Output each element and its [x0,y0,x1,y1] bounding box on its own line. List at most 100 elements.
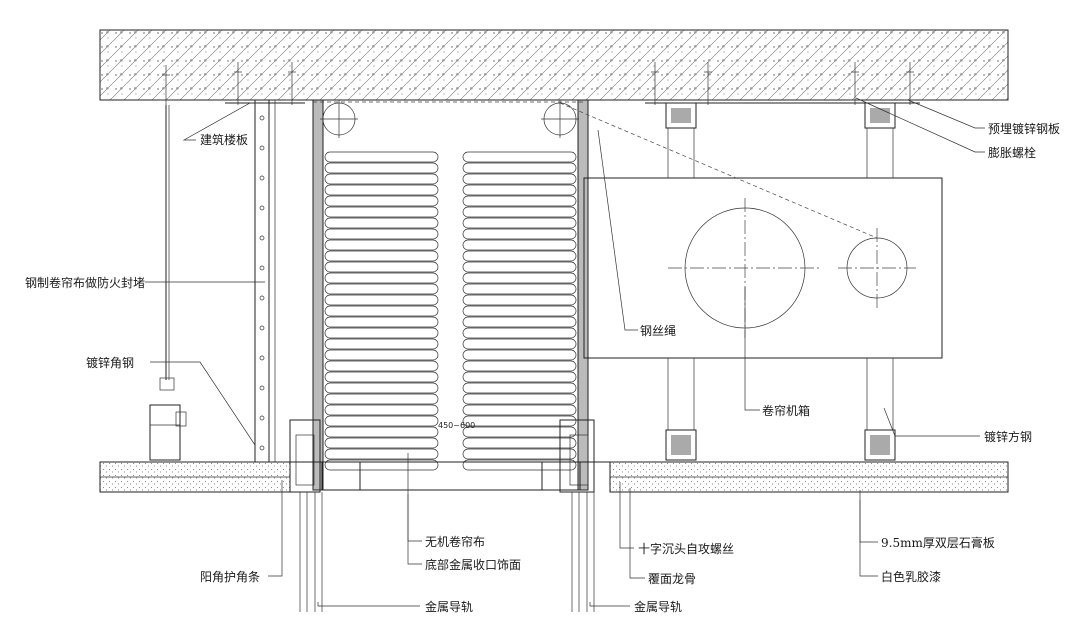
dimension-note: 450~600 [438,421,475,430]
curtain-fold [324,173,439,185]
curtain-fold [324,305,439,317]
roller-box [583,177,943,359]
curtain-fold [462,228,577,240]
curtain-fold [324,426,439,438]
curtain-fold [324,184,439,196]
curtain-fold [462,393,577,405]
label-cover-keel: 覆面龙骨 [648,572,696,586]
expansion-bolt-group [160,62,916,105]
curtain-fold [324,195,439,207]
curtain-fold [324,283,439,295]
label-wire-rope: 钢丝绳 [640,324,676,338]
bottom-metal-trim [289,419,321,493]
curtain-fold [462,184,577,196]
curtain-fold [324,327,439,339]
curtain-fold [324,261,439,273]
curtain-fold [324,228,439,240]
curtain-fold [324,250,439,262]
bolt-7 [904,62,916,105]
label-inorganic-curtain-cloth: 无机卷帘布 [425,534,485,549]
curtain-fold [462,151,577,163]
curtain-fold [462,349,577,361]
curtain-fold [324,360,439,372]
curtain-fold [324,239,439,251]
curtain-fold [324,217,439,229]
bolt-4 [649,62,661,105]
curtain-fold [462,294,577,306]
curtain-fold [462,206,577,218]
curtain-fold [462,272,577,284]
curtain-fold [462,217,577,229]
curtain-fold [462,360,577,372]
label-galvanized-angle-steel: 镀锌角钢 [86,356,134,370]
label-metal-rail-left: 金属导轨 [425,599,473,614]
curtain-fold [462,448,577,460]
bolt-6 [849,62,861,105]
label-roller-box: 卷帘机箱 [762,403,810,418]
curtain-fold [462,338,577,350]
concrete-floor-slab [99,29,1009,101]
bolt-2 [232,62,244,105]
fire-seal-dots [259,115,265,451]
curtain-fold [462,371,577,383]
roller-top-right [541,100,579,138]
curtain-fold [462,305,577,317]
label-gypsum-board: 9.5mm厚双层石膏板 [881,535,995,550]
label-metal-rail-right: 金属导轨 [634,599,682,614]
drive-pulley [838,228,916,308]
curtain-fold [462,162,577,174]
bolt-3 [286,62,298,105]
label-expansion-bolt: 膨胀螺栓 [988,145,1036,160]
roller-top-left [320,100,358,138]
curtain-fold [462,327,577,339]
curtain-fold [324,371,439,383]
curtain-fold [462,316,577,328]
curtain-fold [324,393,439,405]
curtain-fold [324,382,439,394]
curtain-fold [324,404,439,416]
wire-rope-line [559,102,878,239]
metal-rail-right-lines [571,492,595,612]
label-countersunk-screw: 十字沉头自攻螺丝 [638,541,734,556]
curtain-fold [462,426,577,438]
label-galvanized-square-steel: 镀锌方钢 [984,429,1032,444]
curtain-fold [324,162,439,174]
curtain-fold [462,283,577,295]
curtain-fold [462,250,577,262]
steel-curtain-fire-seal [254,99,270,463]
curtain-fold [462,239,577,251]
bolt-5 [702,62,714,105]
curtain-fold [324,316,439,328]
curtain-fold [462,195,577,207]
curtain-fold [462,404,577,416]
curtain-fold [324,415,439,427]
curtain-fold [462,382,577,394]
curtain-fold [324,272,439,284]
curtain-fold [324,338,439,350]
metal-rail-left-lines [299,492,323,612]
square-steel-posts [665,102,896,461]
label-floor-slab: 建筑楼板 [200,132,248,147]
bolt-1 [160,65,172,105]
curtain-fold [462,437,577,449]
curtain-folds-right [462,151,577,471]
curtain-folds-left [324,151,439,471]
curtain-fold [324,349,439,361]
curtain-fold [324,437,439,449]
curtain-fold [324,294,439,306]
curtain-fold [462,415,577,427]
curtain-fold [462,173,577,185]
label-corner-guard-strip: 阳角护角条 [200,570,260,584]
leader-lines [145,97,985,607]
curtain-fold [324,151,439,163]
rod-nut [159,377,175,391]
curtain-fold [324,448,439,460]
label-steel-curtain-fire-seal: 钢制卷帘布做防火封堵 [25,275,145,290]
curtain-fold [462,261,577,273]
hanger-bracket [149,404,181,461]
label-white-latex-paint: 白色乳胶漆 [881,569,941,584]
curtain-fold [324,206,439,218]
label-embedded-galvanized-plate: 预埋镀锌钢板 [988,122,1060,136]
label-bottom-metal-trim: 底部金属收口饰面 [425,557,521,572]
